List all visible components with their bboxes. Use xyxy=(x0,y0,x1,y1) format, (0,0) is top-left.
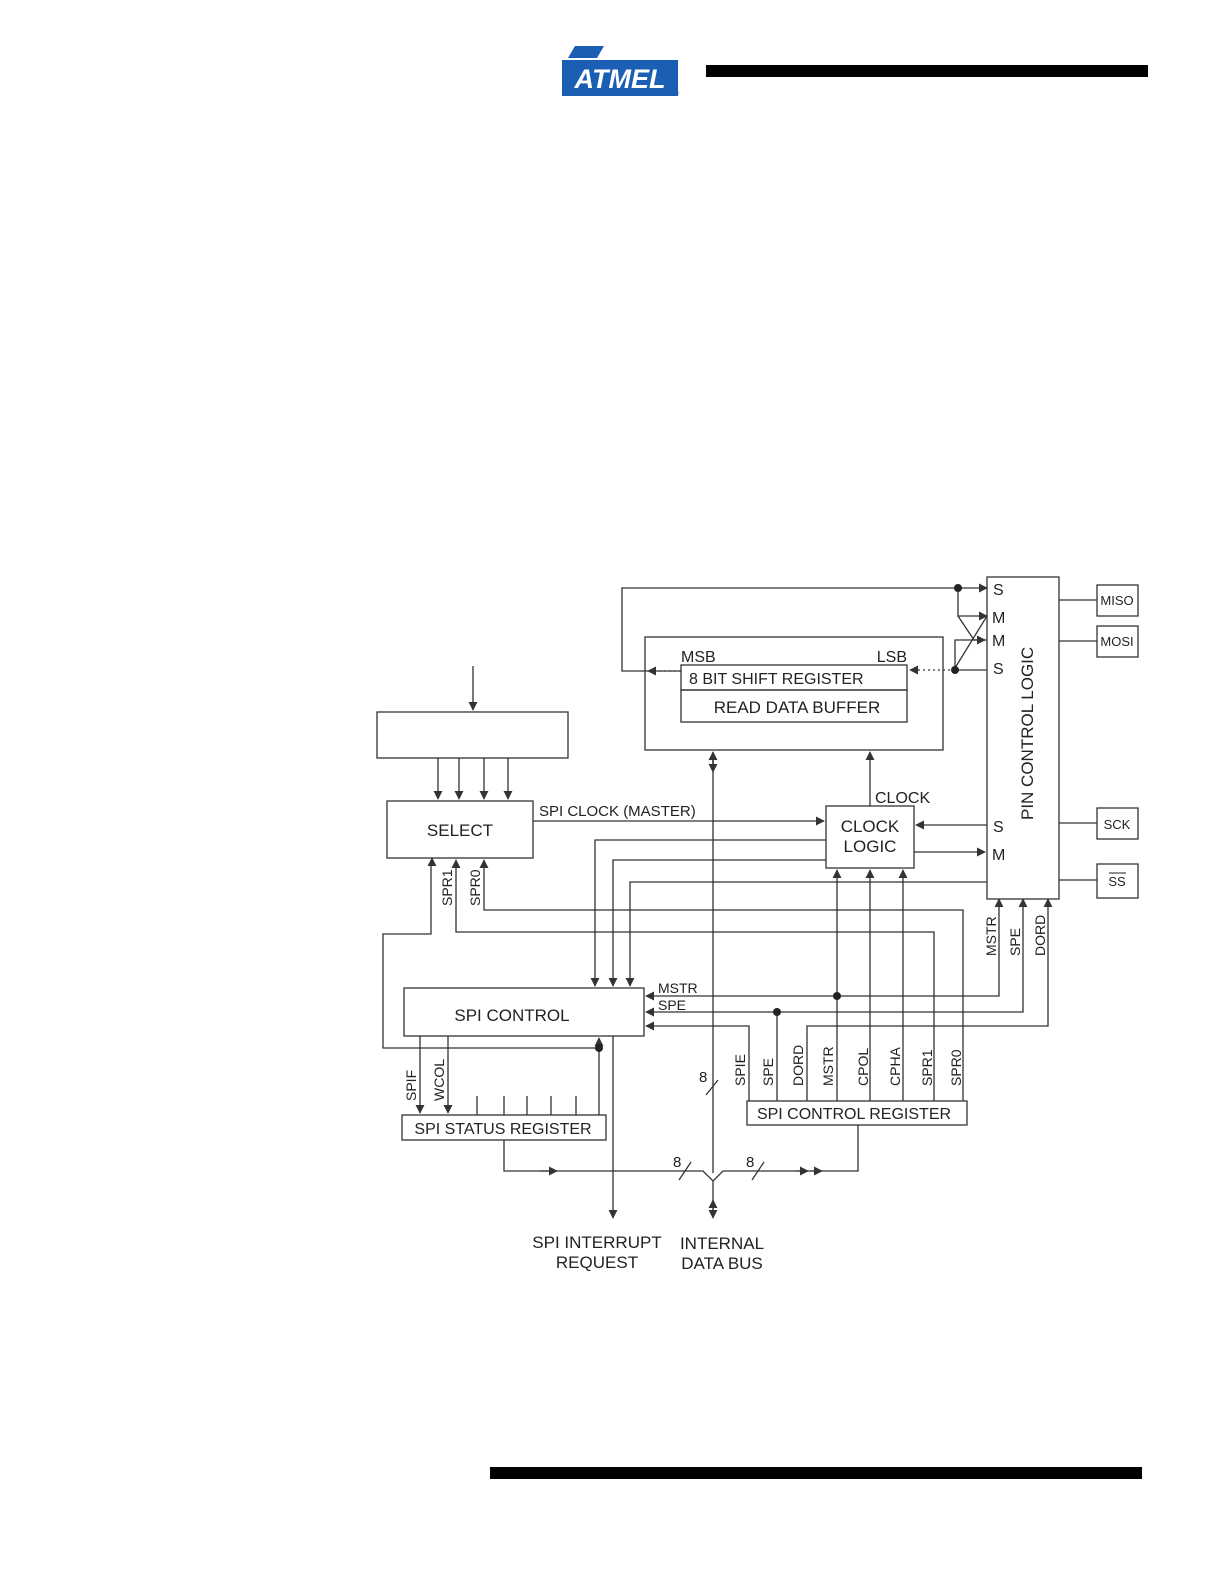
clock-divider-box xyxy=(376,711,569,759)
clock-label: CLOCK xyxy=(875,790,930,807)
spr0-select-label: SPR0 xyxy=(467,869,483,906)
control-bit-labels: SPIE SPE DORD MSTR CPOL CPHA SPR1 SPR0 xyxy=(732,1045,964,1086)
sck-label: SCK xyxy=(1104,817,1131,832)
control-register-label: SPI CONTROL REGISTER xyxy=(757,1106,951,1123)
select-box xyxy=(386,800,534,859)
pin-dord-label: DORD xyxy=(1032,915,1048,956)
read-buffer-box xyxy=(680,689,908,723)
spi-control-box xyxy=(403,987,645,1037)
spi-clock-master-label: SPI CLOCK (MASTER) xyxy=(539,803,696,820)
junction-dots xyxy=(595,584,962,1052)
spe-input-label: SPE xyxy=(658,997,686,1013)
select-label: SELECT xyxy=(427,821,493,840)
msb-label: MSB xyxy=(681,649,716,666)
spif-label: SPIF xyxy=(403,1070,419,1101)
logo-text: ATMEL xyxy=(574,64,666,94)
spr1-select-label: SPR1 xyxy=(439,869,455,906)
pin-spe-label: SPE xyxy=(1007,928,1023,956)
ctrl-bit-spr1: SPR1 xyxy=(919,1049,935,1086)
ctrl-bit-cpha: CPHA xyxy=(887,1046,903,1086)
control-register-box xyxy=(746,1100,968,1126)
mstr-input-label: MSTR xyxy=(658,980,698,996)
ctrl-bit-mstr: MSTR xyxy=(820,1046,836,1086)
ctrl-bit-spe: SPE xyxy=(760,1058,776,1086)
diagram-lines xyxy=(376,576,1139,1219)
miso-label: MISO xyxy=(1100,593,1133,608)
pin-m3-label: M xyxy=(992,847,1005,864)
pin-mstr-label: MSTR xyxy=(983,916,999,956)
bus-width-label-3: 8 xyxy=(746,1154,754,1171)
ss-label: SS xyxy=(1108,874,1126,889)
spi-control-label: SPI CONTROL xyxy=(454,1006,569,1025)
status-register-label: SPI STATUS REGISTER xyxy=(414,1121,591,1138)
bus-width-label-2: 8 xyxy=(673,1154,681,1171)
pin-s2-label: S xyxy=(993,661,1004,678)
ctrl-bit-spr0: SPR0 xyxy=(948,1049,964,1086)
lsb-label: LSB xyxy=(877,649,907,666)
read-buffer-label: READ DATA BUFFER xyxy=(714,698,881,717)
pin-m1-label: M xyxy=(992,610,1005,627)
clock-logic-label-1: CLOCK xyxy=(841,817,900,836)
bus-label-2: DATA BUS xyxy=(681,1254,763,1273)
shift-register-outer-box xyxy=(644,636,944,751)
ss-pin-box xyxy=(1096,863,1139,899)
irq-label-2: REQUEST xyxy=(556,1253,638,1272)
clock-logic-label-2: LOGIC xyxy=(844,837,897,856)
bus-label-1: INTERNAL xyxy=(680,1234,764,1253)
shift-register-label: 8 BIT SHIFT REGISTER xyxy=(689,671,864,688)
pin-m2-label: M xyxy=(992,633,1005,650)
ctrl-bit-cpol: CPOL xyxy=(855,1048,871,1086)
footer-rule xyxy=(490,1467,1142,1479)
ctrl-bit-dord: DORD xyxy=(790,1045,806,1086)
irq-label-1: SPI INTERRUPT xyxy=(532,1233,661,1252)
atmel-logo: ATMEL ® xyxy=(562,46,679,98)
mosi-label: MOSI xyxy=(1100,634,1133,649)
pin-s1-label: S xyxy=(993,582,1004,599)
logo-registered-mark: ® xyxy=(673,89,679,98)
bus-width-label-1: 8 xyxy=(699,1069,707,1086)
pin-s3-label: S xyxy=(993,819,1004,836)
wcol-label: WCOL xyxy=(431,1059,447,1101)
header-rule xyxy=(706,65,1148,77)
ctrl-bit-spie: SPIE xyxy=(732,1054,748,1086)
pin-control-label: PIN CONTROL LOGIC xyxy=(1018,647,1037,820)
